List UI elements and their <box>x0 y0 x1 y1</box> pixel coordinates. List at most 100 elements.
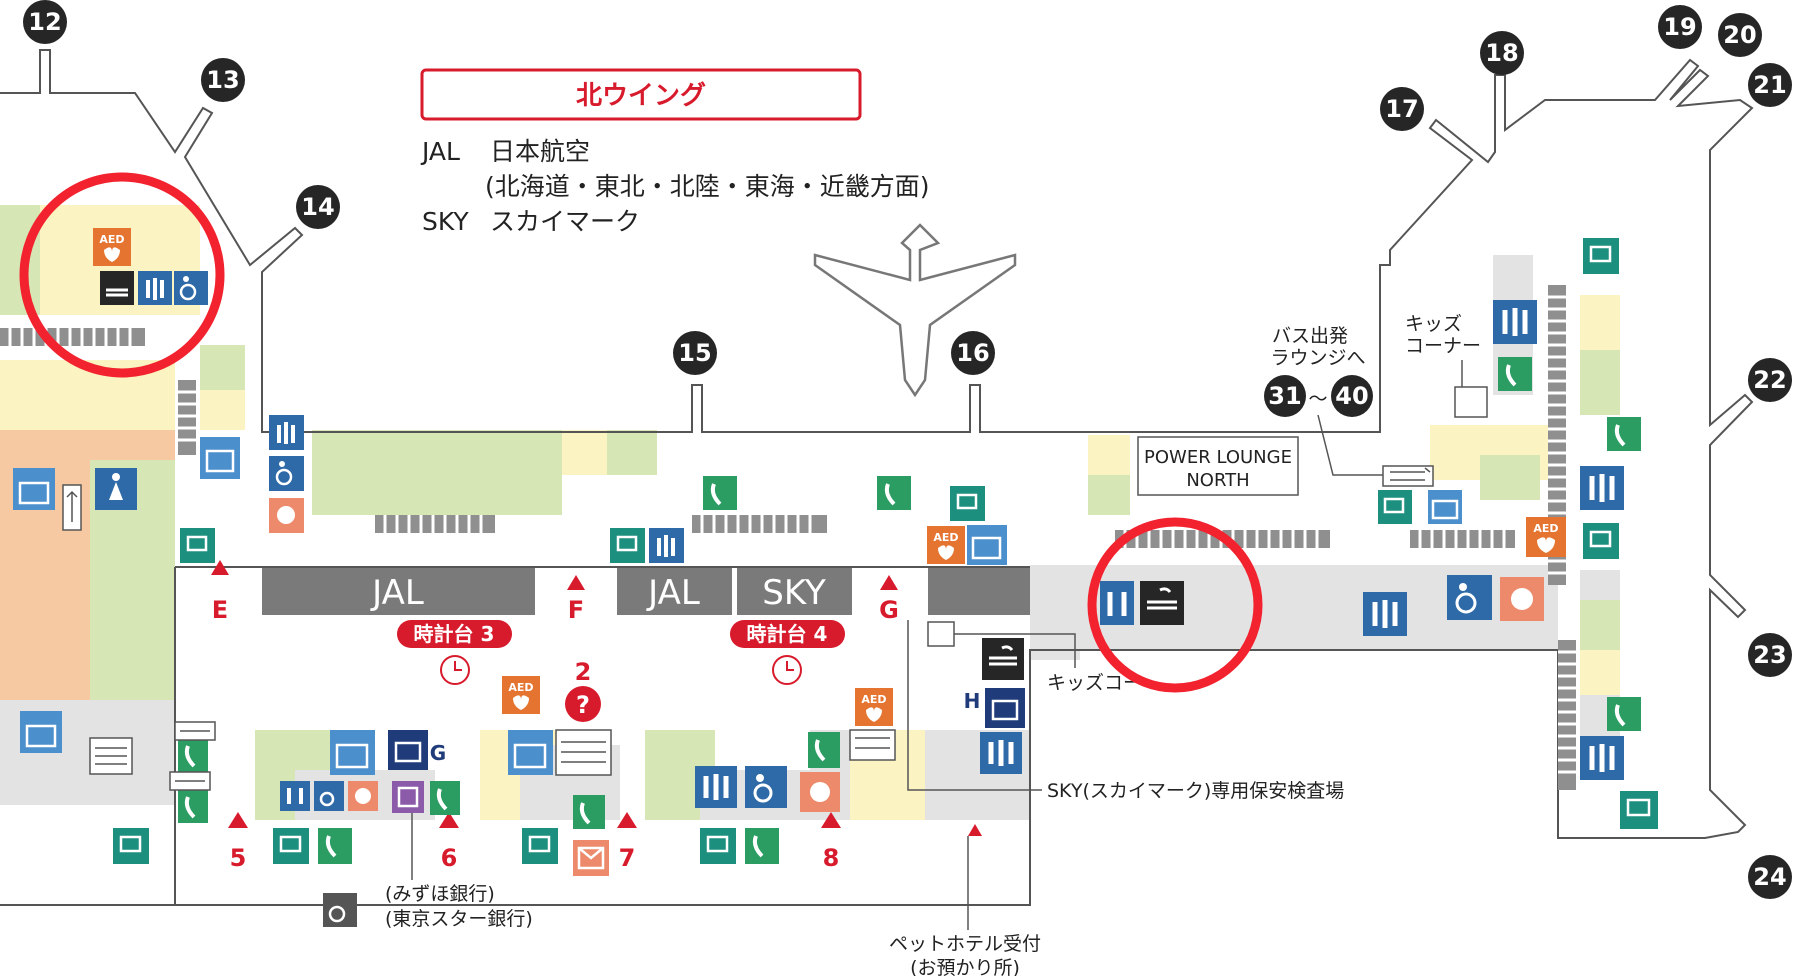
gate-15[interactable]: 15 <box>673 331 717 375</box>
mailbox-icon[interactable] <box>573 840 609 876</box>
pet-hotel-marker[interactable] <box>968 824 982 836</box>
telephone-icon[interactable] <box>573 795 605 829</box>
gate-14[interactable]: 14 <box>296 185 340 229</box>
accessible-restroom-icon[interactable] <box>745 766 787 808</box>
bus-gates[interactable]: バス出発 ラウンジへ 31 〜 40 <box>1264 325 1373 417</box>
checkpoint-g-2[interactable]: G <box>430 741 446 765</box>
luggage-cart-icon[interactable] <box>273 828 309 864</box>
elevator-icon[interactable] <box>508 730 553 775</box>
restroom-icon[interactable] <box>1580 736 1624 780</box>
gate-24[interactable]: 24 <box>1748 855 1792 899</box>
kids-corner-box-bottom[interactable] <box>927 621 955 647</box>
restroom-icon[interactable] <box>1493 300 1537 344</box>
elevator-icon[interactable] <box>330 730 375 775</box>
telephone-icon[interactable] <box>178 789 208 823</box>
moving-walkway-icon[interactable] <box>169 771 211 791</box>
nursery-room-icon[interactable] <box>348 781 378 811</box>
restroom-icon[interactable] <box>269 415 304 450</box>
telephone-icon[interactable] <box>808 732 840 768</box>
checkpoint-g[interactable]: G <box>879 575 899 624</box>
restroom-female-icon[interactable] <box>95 468 137 510</box>
marker-6[interactable]: 6 <box>439 812 459 872</box>
baggage-counter-icon[interactable] <box>388 730 428 770</box>
restroom-icon[interactable] <box>695 766 737 808</box>
band-jal-1[interactable] <box>262 567 535 615</box>
restroom-icon[interactable] <box>649 528 684 563</box>
nursery-room-icon[interactable] <box>800 772 840 812</box>
checkpoint-e[interactable]: E <box>211 560 229 624</box>
gate-16[interactable]: 16 <box>951 331 995 375</box>
restroom-icon[interactable] <box>1363 592 1407 636</box>
checkpoint-h[interactable]: H <box>964 689 981 713</box>
nursery-room-icon[interactable] <box>1500 577 1544 621</box>
elevator-icon[interactable] <box>1428 490 1462 524</box>
aed-icon[interactable]: AED <box>1526 517 1566 557</box>
telephone-icon[interactable] <box>430 781 460 815</box>
elevator-icon[interactable] <box>20 711 62 753</box>
atm-icon[interactable] <box>392 781 424 813</box>
telephone-icon[interactable] <box>1607 417 1641 451</box>
luggage-cart-icon[interactable] <box>1378 490 1412 524</box>
aed-icon[interactable]: AED <box>855 688 893 726</box>
luggage-cart-icon[interactable] <box>1583 523 1619 559</box>
moving-walkway-icon[interactable] <box>555 729 612 776</box>
luggage-cart-icon[interactable] <box>522 828 558 864</box>
restroom-icon[interactable] <box>980 732 1022 774</box>
restroom-icon[interactable] <box>1580 466 1624 510</box>
info-question-icon[interactable]: ? <box>565 686 601 722</box>
telephone-icon[interactable] <box>745 828 779 864</box>
luggage-cart-icon[interactable] <box>1583 238 1619 274</box>
checkpoint-f[interactable]: F <box>567 575 585 624</box>
luggage-cart-icon[interactable] <box>950 486 985 521</box>
gate-18[interactable]: 18 <box>1480 31 1524 75</box>
luggage-cart-icon[interactable] <box>610 528 645 563</box>
smoking-room-icon[interactable] <box>100 271 134 305</box>
moving-walkway-icon[interactable] <box>849 729 896 761</box>
band-sky[interactable] <box>737 567 852 615</box>
gate-23[interactable]: 23 <box>1748 633 1792 677</box>
elevator-icon[interactable] <box>200 437 240 479</box>
telephone-icon[interactable] <box>318 828 352 864</box>
smoking-room-icon[interactable] <box>1140 581 1184 625</box>
gate-20[interactable]: 20 <box>1718 13 1762 57</box>
restroom-icon[interactable] <box>138 271 172 305</box>
baggage-counter-icon[interactable] <box>985 688 1025 728</box>
elevator-icon[interactable] <box>967 525 1007 565</box>
accessible-parking-icon[interactable] <box>323 893 357 927</box>
marker-7[interactable]: 7 <box>617 812 637 872</box>
telephone-icon[interactable] <box>703 476 737 510</box>
aed-icon[interactable]: AED <box>502 676 540 714</box>
aed-icon[interactable]: AED <box>927 526 965 564</box>
luggage-cart-icon[interactable] <box>1620 791 1658 829</box>
kids-corner-box-top[interactable] <box>1454 386 1488 418</box>
gate-12[interactable]: 12 <box>23 0 67 44</box>
clock-3[interactable]: 時計台 3 <box>397 620 512 685</box>
telephone-icon[interactable] <box>877 476 911 510</box>
nursery-room-icon[interactable] <box>269 498 304 533</box>
elevator-icon[interactable] <box>13 468 55 510</box>
gate-19[interactable]: 19 <box>1658 5 1702 49</box>
telephone-icon[interactable] <box>1607 697 1641 731</box>
marker-5[interactable]: 5 <box>228 812 248 872</box>
smoking-room-icon[interactable] <box>982 638 1024 680</box>
telephone-icon[interactable] <box>178 738 208 772</box>
luggage-cart-icon[interactable] <box>113 828 149 864</box>
luggage-cart-icon[interactable] <box>700 828 736 864</box>
accessible-restroom-icon[interactable] <box>1447 575 1492 620</box>
luggage-cart-icon[interactable] <box>180 528 215 563</box>
clock-4[interactable]: 時計台 4 <box>730 620 845 685</box>
moving-walkway-icon[interactable] <box>89 737 133 775</box>
gate-13[interactable]: 13 <box>201 58 245 102</box>
gate-17[interactable]: 17 <box>1380 87 1424 131</box>
accessible-restroom-icon[interactable] <box>314 781 344 811</box>
gate-22[interactable]: 22 <box>1748 358 1792 402</box>
accessible-restroom-icon[interactable] <box>269 456 304 491</box>
band-jal-2[interactable] <box>617 567 732 615</box>
moving-walkway-icon[interactable] <box>174 721 216 741</box>
restroom-icon[interactable] <box>1100 581 1134 625</box>
gate-21[interactable]: 21 <box>1748 63 1792 107</box>
aed-icon[interactable]: AED <box>93 228 131 266</box>
escalator-icon[interactable] <box>62 484 82 531</box>
accessible-restroom-icon[interactable] <box>174 271 208 305</box>
marker-8[interactable]: 8 <box>821 812 841 872</box>
